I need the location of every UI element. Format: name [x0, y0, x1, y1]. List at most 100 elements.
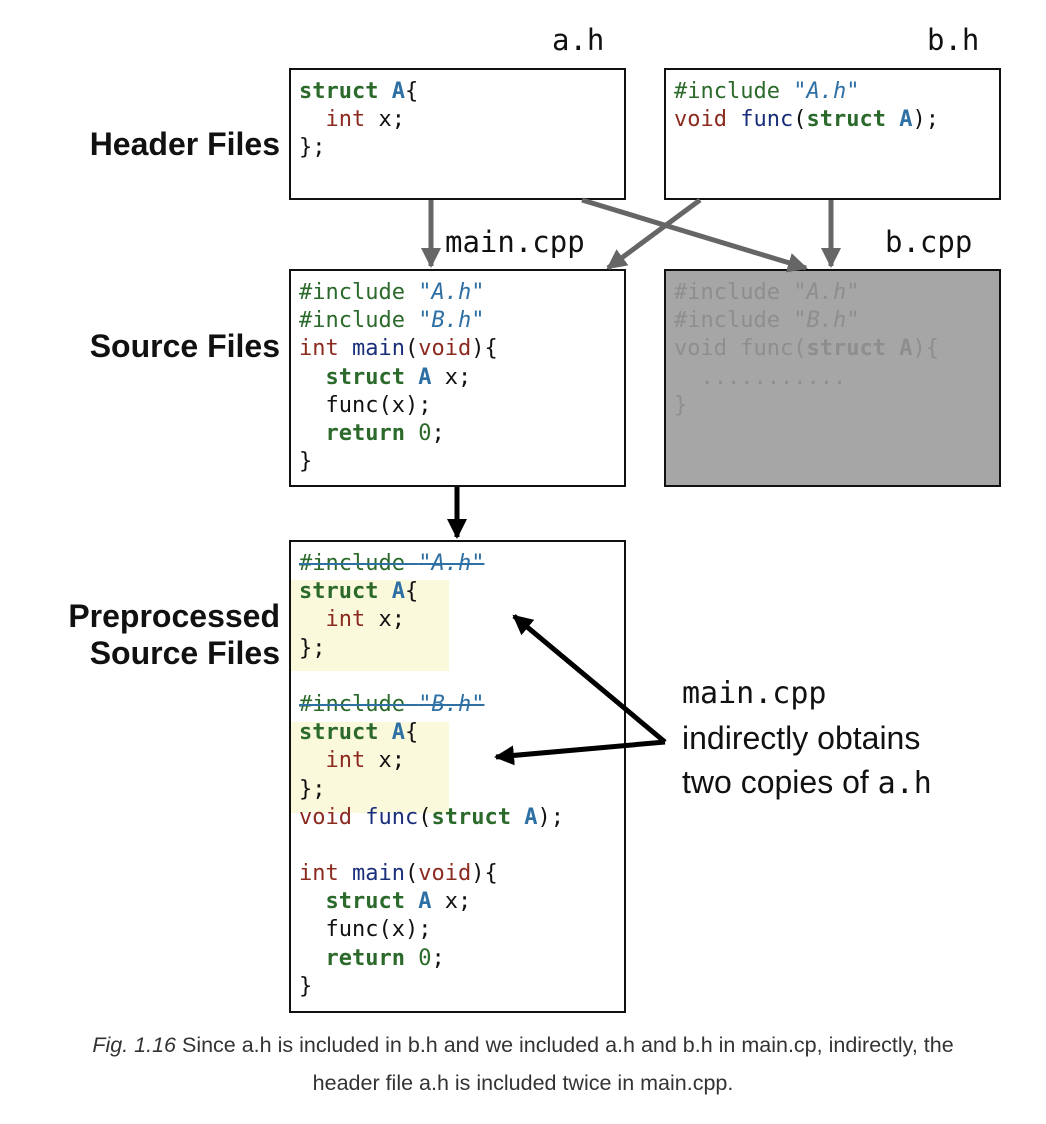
code-line: struct A{ [299, 78, 418, 106]
main-cpp-code-box: #include "A.h"#include "B.h"int main(voi… [289, 269, 626, 487]
code-token: A [524, 804, 538, 830]
code-token: struct [299, 79, 379, 104]
code-token: { [404, 720, 419, 746]
arrow-note-to-first-copy [512, 614, 667, 744]
preprocessed-code-box: #include "A.h"struct A{ int x;}; #includ… [289, 540, 626, 1013]
code-line: } [299, 448, 498, 476]
code-token: "B.h" [418, 308, 485, 334]
code-token: void [674, 336, 727, 362]
code-token: struct [325, 889, 405, 915]
code-token: main [352, 861, 405, 887]
filename-a-h: a.h [552, 23, 605, 57]
figure-caption: Fig. 1.16 Since a.h is included in b.h a… [0, 1026, 1046, 1102]
code-token: func [365, 804, 419, 830]
code-token: struct [806, 107, 886, 133]
code-token: void [674, 107, 727, 133]
code-token: 0 [418, 945, 432, 971]
annotation-line3-code: a.h [877, 766, 932, 801]
arrow-a-h-to-b-cpp [581, 197, 808, 273]
code-line: #include "A.h" [674, 279, 939, 307]
a-h-code: struct A{ int x;}; [299, 78, 418, 163]
code-token: "A.h" [418, 551, 485, 576]
annotation-line2: indirectly obtains [682, 720, 921, 756]
code-token: struct [325, 364, 405, 390]
code-line: int x; [299, 747, 564, 775]
code-token: struct [299, 579, 379, 605]
b-cpp-code: #include "A.h"#include "B.h"void func(st… [674, 279, 939, 420]
code-token: A [391, 720, 405, 746]
code-token: struct [806, 336, 886, 362]
code-line: }; [299, 134, 418, 162]
code-token: { [404, 579, 419, 605]
code-token: ); [537, 804, 564, 830]
code-token: ( [404, 861, 419, 887]
code-line: void func(struct A){ [674, 335, 939, 363]
code-token: A [418, 889, 432, 915]
code-token: struct [299, 720, 379, 746]
row-label-header-files: Header Files [89, 126, 280, 162]
code-token: ( [404, 336, 419, 362]
code-token: func(x); [299, 917, 432, 943]
code-token: #include [674, 308, 794, 334]
code-token: int [299, 861, 339, 887]
code-token: main [352, 336, 405, 362]
code-token: x; [365, 107, 405, 133]
arrow-b-h-to-main-cpp [606, 197, 702, 271]
code-line: } [674, 392, 939, 420]
caption-line2: header file a.h is included twice in mai… [312, 1071, 734, 1095]
row-label-preprocessed-source-files: Preprocessed Source Files [20, 598, 280, 672]
a-h-code-box: struct A{ int x;}; [289, 68, 626, 200]
code-line: return 0; [299, 420, 498, 448]
code-token: #include [299, 308, 419, 334]
code-line: int x; [299, 106, 418, 134]
code-token: int [325, 107, 366, 133]
code-line: }; [299, 776, 564, 804]
code-token: return [325, 945, 405, 971]
code-token: ( [793, 336, 807, 362]
code-token: ; [431, 945, 445, 971]
code-line: #include "A.h" [299, 279, 498, 307]
row-label-preprocessed-line2: Source Files [89, 634, 280, 671]
code-token: x; [431, 889, 472, 915]
row-label-preprocessed-line1: Preprocessed [68, 598, 280, 634]
code-token: #include [299, 691, 419, 717]
code-token: 0 [418, 420, 432, 446]
annotation-line3-prefix: two copies of [682, 764, 878, 800]
code-line: #include "B.h" [674, 307, 939, 335]
code-line: func(x); [299, 916, 564, 944]
code-token: A [899, 107, 913, 133]
code-line: #include "B.h" [299, 307, 498, 335]
main-cpp-code: #include "A.h"#include "B.h"int main(voi… [299, 279, 498, 476]
code-token: void [418, 861, 472, 887]
code-token: ( [418, 804, 432, 830]
code-token: void [299, 804, 352, 830]
code-token: }; [299, 635, 326, 661]
code-token: "A.h" [418, 280, 485, 305]
code-token: func(x); [299, 392, 432, 418]
code-line: }; [299, 635, 564, 663]
code-token: ){ [471, 861, 498, 887]
row-label-source-files: Source Files [89, 328, 280, 364]
highlight-second-copy [291, 722, 449, 813]
filename-main-cpp: main.cpp [445, 225, 585, 259]
code-line: } [299, 973, 564, 1001]
code-line: struct A x; [299, 364, 498, 392]
annotation-text: main.cpp indirectly obtains two copies o… [682, 672, 932, 806]
filename-b-h: b.h [927, 23, 980, 57]
code-line: int main(void){ [299, 335, 498, 363]
code-token: int [325, 607, 366, 633]
b-h-code: #include "A.h"void func(struct A); [674, 78, 939, 134]
code-token: return [325, 420, 405, 446]
code-token: } [299, 973, 313, 999]
code-token: }; [299, 135, 326, 161]
code-line: return 0; [299, 945, 564, 973]
code-token: int [325, 748, 366, 774]
code-line: int x; [299, 606, 564, 634]
code-line: func(x); [299, 392, 498, 420]
code-token: #include [674, 280, 794, 305]
code-token: ( [793, 107, 807, 133]
code-line: struct A{ [299, 719, 564, 747]
code-token: ........... [674, 364, 847, 390]
caption-fig-label: Fig. 1.16 [92, 1033, 176, 1057]
code-token: int [299, 336, 339, 362]
